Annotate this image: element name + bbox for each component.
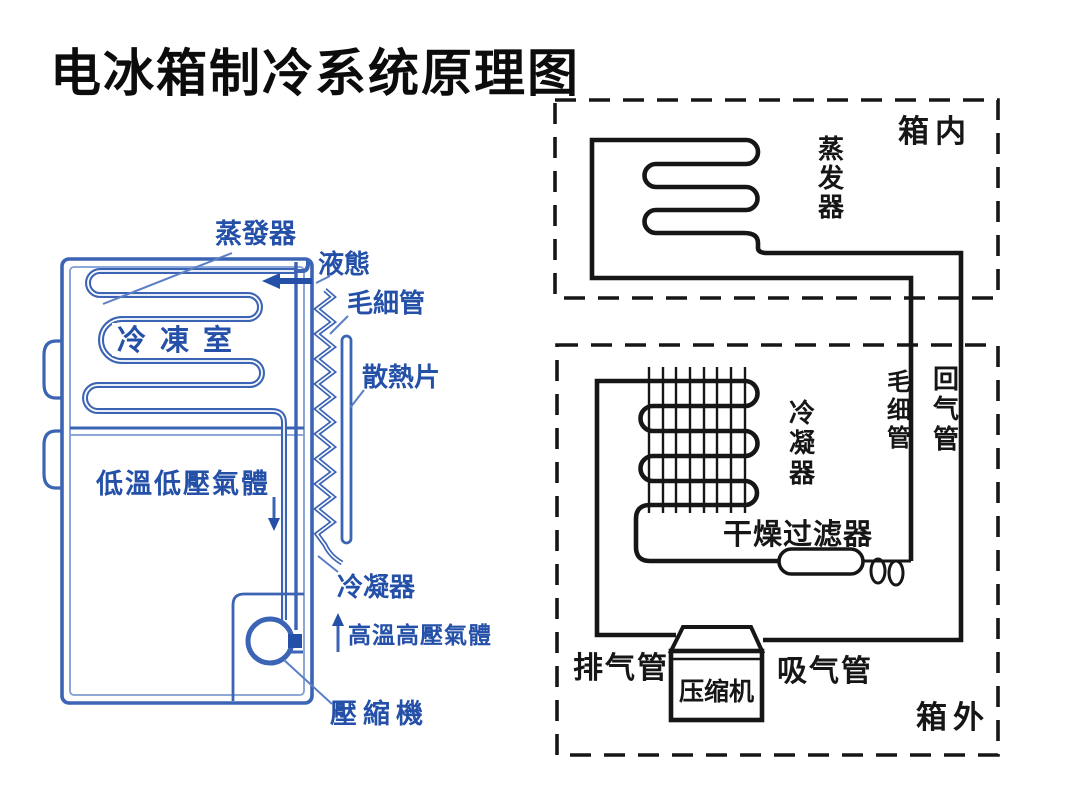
label-return-gas-pipe: 回气管 [932,364,959,454]
condenser-fins [647,367,747,513]
freezer-coil-highlight [84,270,296,620]
label-discharge-pipe: 排气管 [573,652,669,685]
compressor-circle [245,616,295,666]
condenser-circuit [594,378,779,638]
fridge-outline [60,257,314,705]
pointer-evaporator [102,252,233,305]
pointer-capillary [329,315,349,335]
capillary-coil-loop [869,557,887,585]
label-condenser-left: 冷凝器 [337,572,416,602]
condenser-zigzag-highlight [315,289,343,564]
label-evaporator-right: 蒸发器 [817,134,845,222]
high-gas-flow-arrow [332,613,344,652]
label-evaporator: 蒸發器 [215,219,297,249]
capillary-coil-loop [887,559,905,587]
coil-inlet-stub [294,259,310,273]
fridge-inner-wall [69,266,305,696]
low-gas-flow-arrow [268,497,280,531]
label-suction-pipe: 吸气管 [777,655,873,688]
label-compressor-right: 压缩机 [679,677,754,706]
heat-fins-bar [340,334,353,545]
refrigeration-circuit-schematic: 箱内 箱外 蒸发器 毛细管 回气管 冷凝器 干燥过滤器 排气管 吸气管 压缩机 [553,98,1000,757]
inside-zone-dashed-box [553,98,1000,300]
compressor-body [668,648,765,723]
label-liquid-state: 液態 [318,249,370,279]
pointer-liquid [315,275,331,284]
label-capillary-tube: 毛细管 [887,369,911,452]
compressor-pipe-elbow [288,634,302,648]
pointer-compressor [283,659,333,705]
label-freezer-room: 冷凍室 [117,323,246,357]
door-handle-top [42,339,62,400]
label-high-temp-gas: 高溫高壓氣體 [348,622,492,648]
freezer-label-bg [112,323,250,356]
label-drier-filter: 干燥过滤器 [723,518,873,551]
label-heat-fins: 散熱片 [362,362,440,392]
drier-filter-capsule [777,547,865,576]
evaporator-circuit [589,137,964,643]
label-compressor-left: 壓縮機 [330,698,429,729]
pointer-fins [349,389,365,409]
page-title: 电冰箱制冷系统原理图 [50,45,580,102]
label-outside-zone: 箱外 [916,700,990,735]
fridge-cutaway-diagram: 蒸發器 液態 毛細管 冷凍室 散熱片 低溫低壓氣體 冷凝器 高溫高壓氣體 壓縮機 [42,219,492,729]
compressor-top [667,625,766,653]
label-capillary: 毛細管 [347,288,425,318]
machine-compartment [231,592,304,701]
liquid-flow-arrow [262,273,312,289]
pointer-condenser [317,555,339,573]
label-inside-zone: 箱内 [898,114,972,149]
door-handle-bottom [42,429,62,490]
label-condenser-right: 冷凝器 [788,398,816,488]
outside-zone-dashed-box [555,343,1000,757]
label-low-temp-gas: 低溫低壓氣體 [95,469,270,499]
